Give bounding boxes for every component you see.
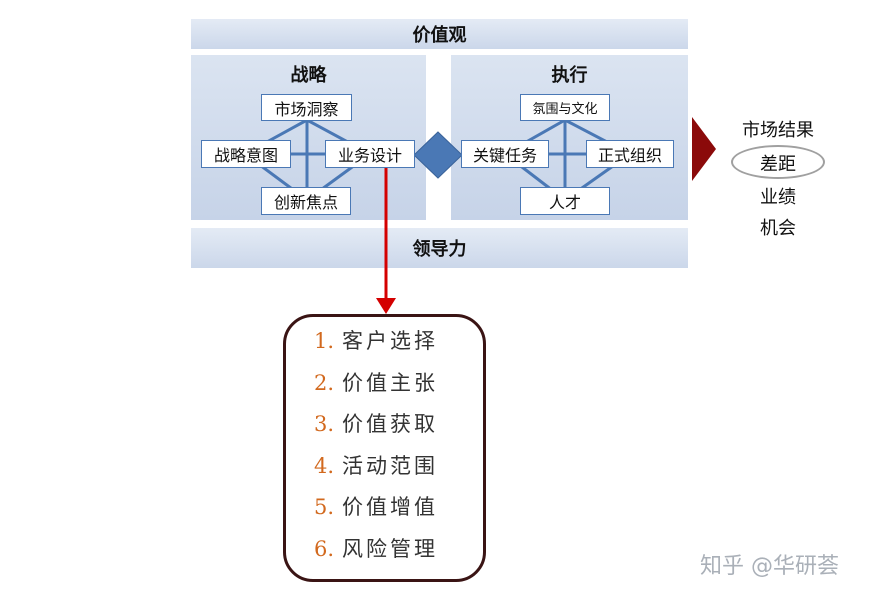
values-label: 价值观 (412, 25, 467, 46)
market-results-opportunity: 机会 (760, 218, 796, 239)
node-talent: 人才 (520, 187, 610, 215)
market-results-triangle (692, 117, 716, 181)
list-item-number: 5. (314, 495, 335, 519)
market-results-performance: 业绩 (760, 187, 796, 208)
list-item-number: 2. (314, 371, 335, 395)
leadership-band: 领导力 (191, 228, 688, 268)
market-results-title: 市场结果 (742, 120, 814, 141)
list-item-number: 4. (314, 454, 335, 478)
list-item-label: 客户选择 (342, 329, 439, 353)
node-culture: 氛围与文化 (520, 94, 610, 121)
list-item: 3. 价值获取 (314, 408, 438, 438)
list-item: 2. 价值主张 (314, 367, 438, 397)
market-results-gap: 差距 (760, 154, 796, 175)
watermark: 知乎 @华研荟 (700, 554, 839, 579)
node-market-insight: 市场洞察 (261, 94, 352, 121)
leadership-label: 领导力 (412, 239, 467, 260)
gap-ellipse (731, 145, 825, 179)
list-item-label: 价值增值 (342, 495, 439, 519)
list-item-number: 3. (314, 412, 335, 436)
list-item-label: 价值主张 (342, 371, 439, 395)
strategy-title: 战略 (290, 65, 327, 86)
node-business-design: 业务设计 (325, 140, 415, 168)
list-item-number: 1. (314, 329, 335, 353)
list-item-number: 6. (314, 537, 335, 561)
center-diamond (413, 131, 463, 179)
node-formal-org: 正式组织 (586, 140, 674, 168)
list-item: 4. 活动范围 (314, 450, 438, 480)
list-item-label: 活动范围 (342, 454, 439, 478)
list-item: 6. 风险管理 (314, 533, 438, 563)
execution-title: 执行 (551, 65, 588, 86)
node-innovation-focus: 创新焦点 (261, 187, 351, 215)
business-design-list: 1. 客户选择 2. 价值主张 3. 价值获取 4. 活动范围 5. 价值增值 6. 风险管… (283, 314, 486, 582)
red-arrow-head (376, 298, 396, 314)
values-band: 价值观 (191, 19, 688, 49)
list-item: 1. 客户选择 (314, 325, 438, 355)
list-item-label: 价值获取 (342, 412, 439, 436)
list-item-label: 风险管理 (342, 537, 439, 561)
node-key-tasks: 关键任务 (461, 140, 549, 168)
node-strategic-intent: 战略意图 (201, 140, 291, 168)
list-item: 5. 价值增值 (314, 491, 438, 521)
